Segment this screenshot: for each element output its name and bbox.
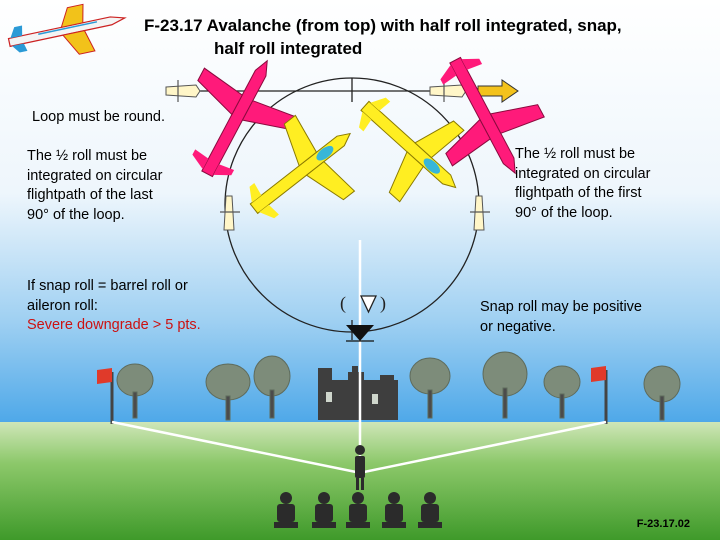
title-line-1: F-23.17 Avalanche (from top) with half r… bbox=[144, 16, 622, 35]
tree-line bbox=[116, 351, 681, 421]
note-line: If snap roll = barrel roll or bbox=[27, 278, 188, 294]
note-line: aileron roll: bbox=[27, 297, 98, 314]
note-line: 90° of the loop. bbox=[27, 206, 125, 223]
note-line: integrated on circular bbox=[27, 167, 163, 184]
snap-paren-open: ( bbox=[340, 293, 346, 314]
snap-sign-note: Snap roll may be positive or negative. bbox=[480, 298, 642, 337]
top-center-plane-icon bbox=[429, 80, 467, 102]
note-line: or negative. bbox=[480, 318, 556, 335]
entry-plane-icon bbox=[165, 80, 201, 102]
model-plane-logo bbox=[7, 3, 127, 55]
left-flag-pole bbox=[97, 368, 114, 424]
figure-code: F-23.17.02 bbox=[636, 518, 690, 530]
snap-paren-close: ) bbox=[380, 293, 386, 314]
pink-plane-right bbox=[440, 56, 545, 175]
note-line: Snap roll may be positive bbox=[480, 299, 642, 315]
note-line: 90° of the loop. bbox=[515, 204, 613, 221]
yellow-plane-right bbox=[359, 97, 465, 203]
exit-arrow-icon bbox=[477, 79, 519, 103]
downgrade-penalty: Severe downgrade > 5 pts. bbox=[27, 317, 201, 333]
snap-roll-symbol: ( ) bbox=[340, 293, 386, 342]
yellow-plane-left bbox=[249, 114, 356, 219]
loop-round-note: Loop must be round. bbox=[32, 109, 166, 125]
note-line: The ½ roll must be bbox=[515, 146, 636, 162]
note-line: flightpath of the last bbox=[27, 187, 153, 203]
left-half-roll-note: The ½ roll must be integrated on circula… bbox=[27, 147, 162, 225]
downgrade-note: If snap roll = barrel roll or aileron ro… bbox=[27, 277, 201, 336]
judge-figure bbox=[355, 445, 365, 490]
judging-lines bbox=[111, 240, 607, 474]
note-line: integrated on circular bbox=[515, 165, 651, 182]
pink-plane-left bbox=[192, 59, 297, 178]
right-half-roll-note: The ½ roll must be integrated on circula… bbox=[515, 145, 650, 223]
right-flag-pole bbox=[591, 366, 608, 424]
title-line-2: half roll integrated bbox=[214, 39, 363, 58]
seated-audience bbox=[274, 492, 442, 528]
right-vertical-plane-icon bbox=[470, 195, 490, 231]
note-line: flightpath of the first bbox=[515, 185, 642, 201]
page-title: F-23.17 Avalanche (from top) with half r… bbox=[144, 14, 714, 60]
left-vertical-plane-icon bbox=[220, 195, 240, 231]
note-line: The ½ roll must be bbox=[27, 148, 148, 164]
